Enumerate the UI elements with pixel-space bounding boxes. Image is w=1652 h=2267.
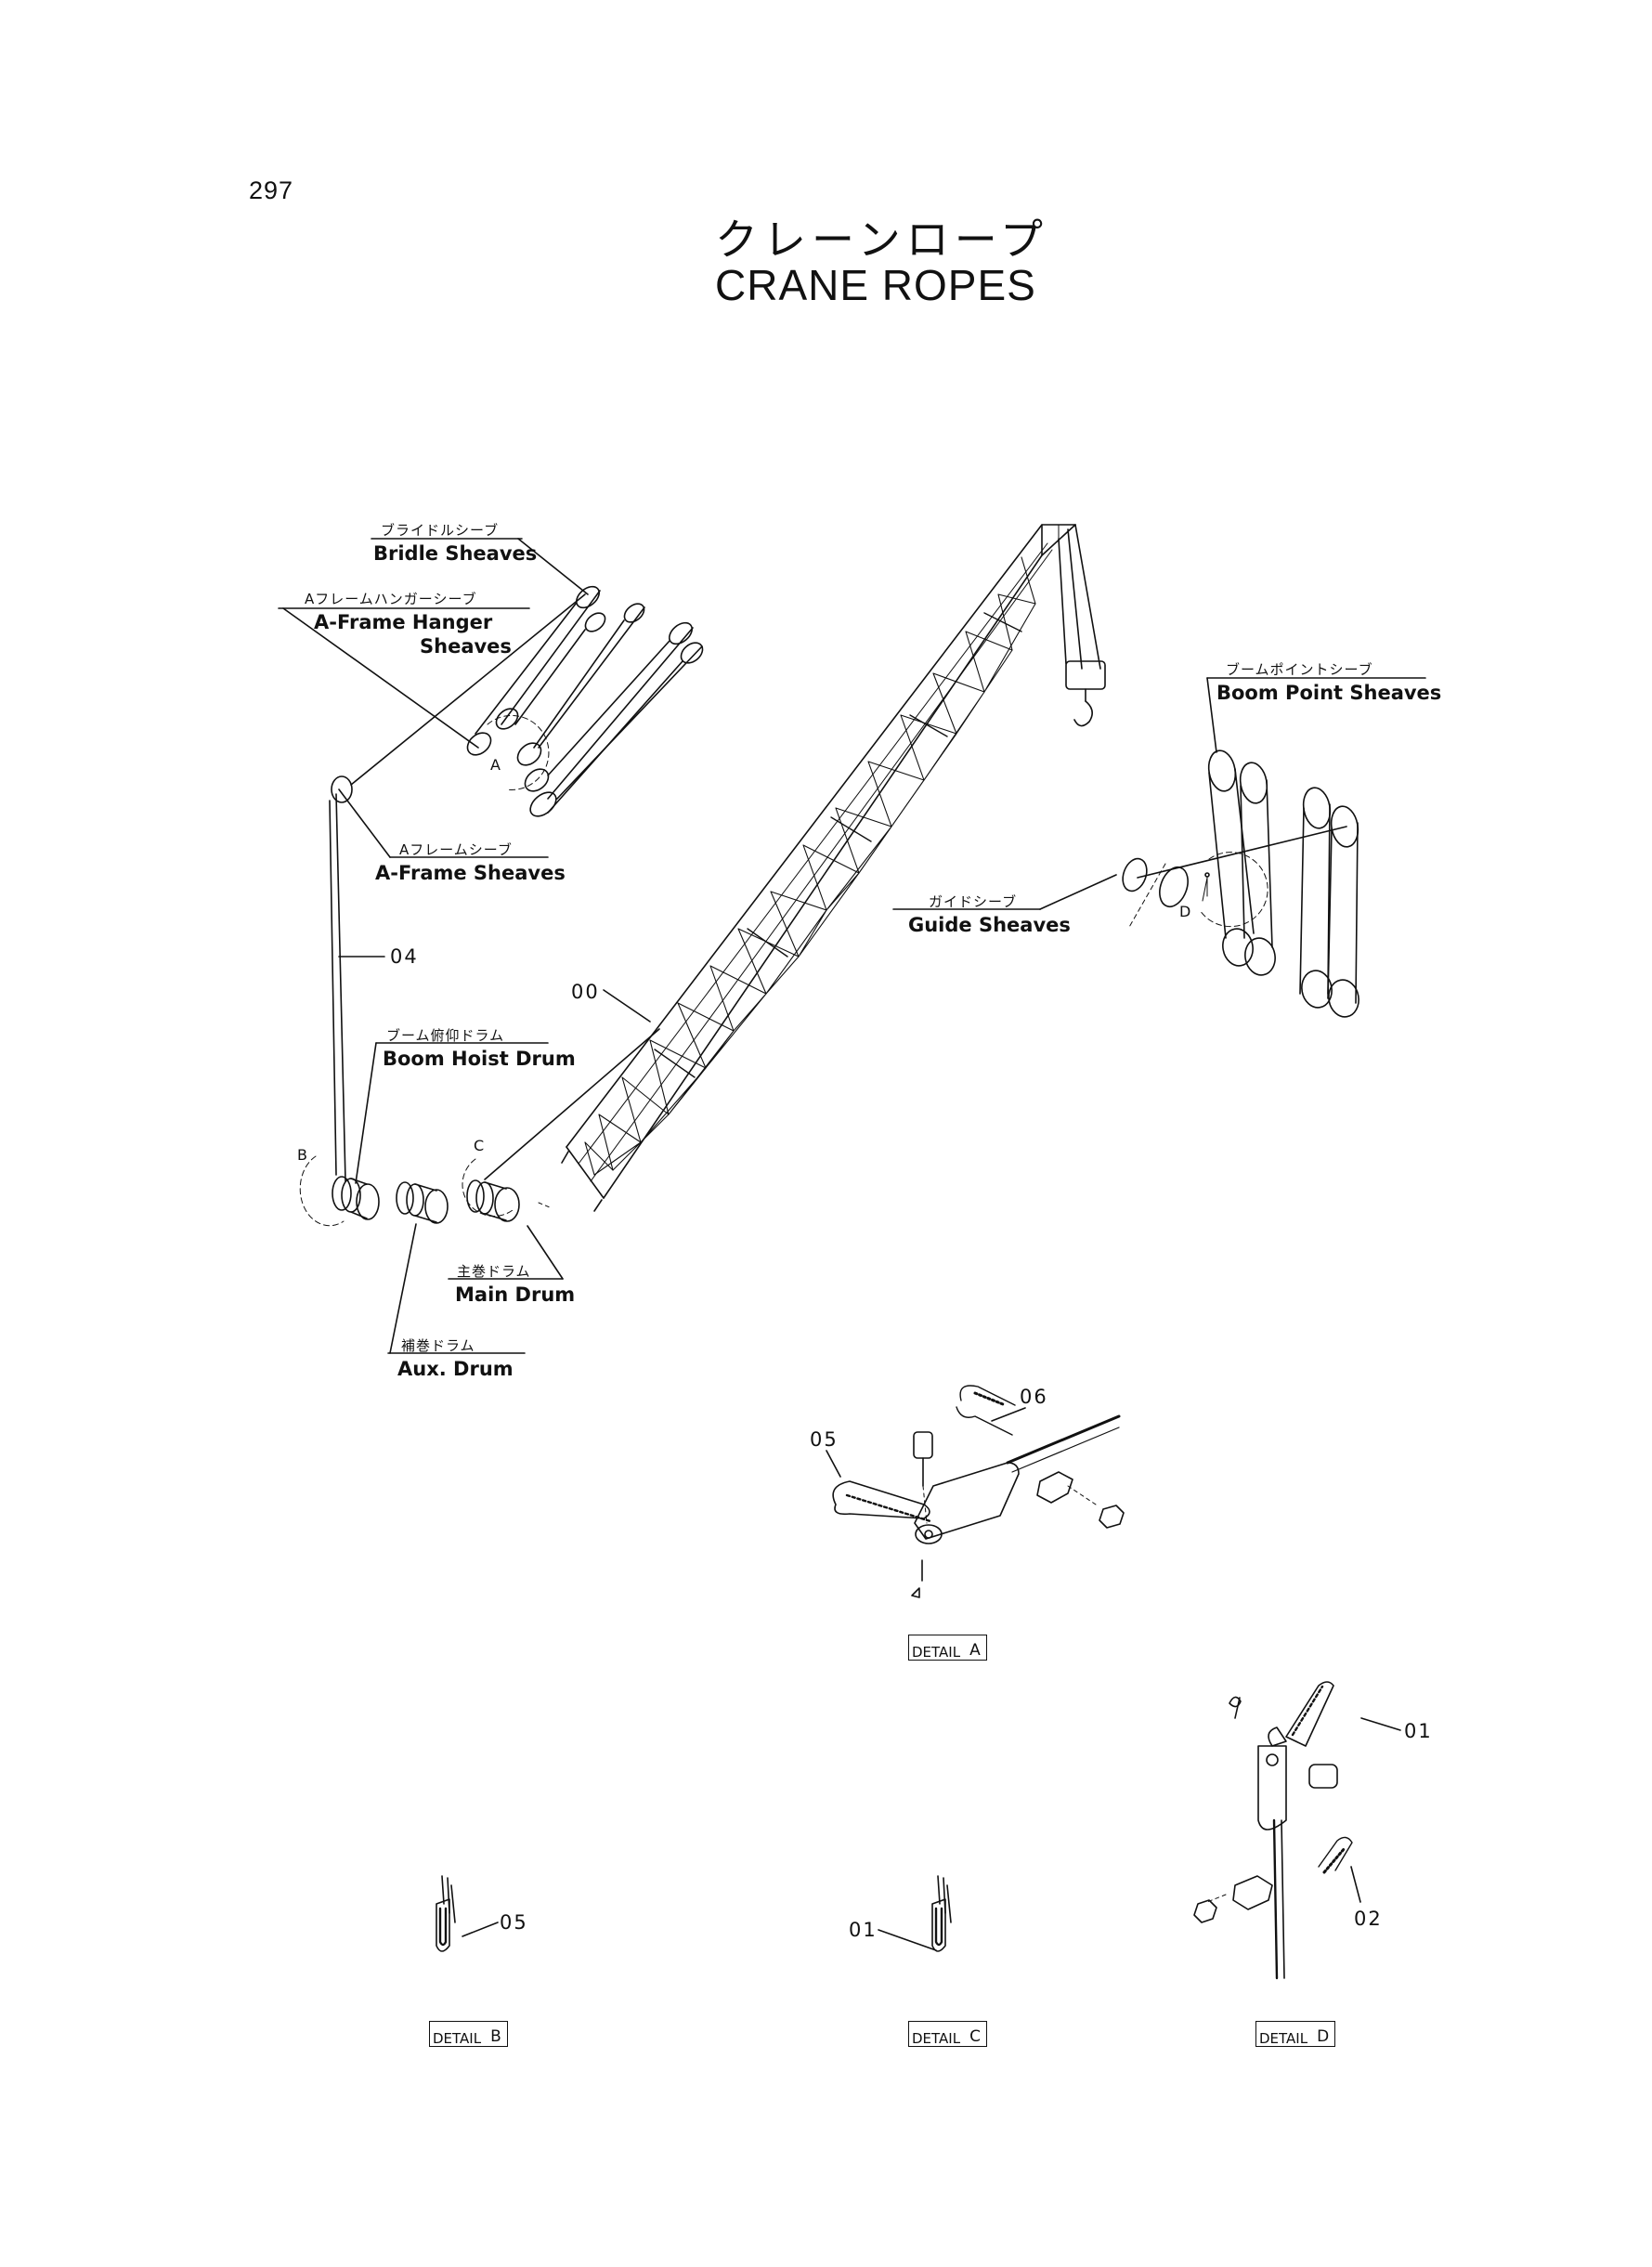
- detail-a-drawing: [833, 1386, 1124, 1597]
- boom-hoist-drum: [300, 1156, 379, 1226]
- label-aframe-sheaves-ja: Aフレームシーブ: [399, 841, 513, 858]
- detail-box-b: DETAIL B: [429, 2021, 508, 2047]
- label-main-drum: Main Drum: [455, 1283, 576, 1306]
- callout-05-detail-b: 05: [500, 1911, 528, 1934]
- callout-02: 02: [1354, 1908, 1383, 1930]
- detail-box-a: DETAIL A: [908, 1635, 987, 1661]
- page-title-japanese: クレーンロープ: [715, 215, 1048, 265]
- callout-01-detail-d: 01: [1404, 1720, 1433, 1742]
- detail-box-d: DETAIL D: [1255, 2021, 1336, 2047]
- page-title: CRANE ROPES: [715, 261, 1036, 309]
- callout-04: 04: [390, 945, 419, 968]
- drums: [300, 1156, 550, 1226]
- main-drum: [462, 1159, 550, 1221]
- label-boom-point-sheaves: Boom Point Sheaves: [1216, 682, 1442, 704]
- guide-sheaves: [1119, 855, 1193, 929]
- detail-box-b-word: DETAIL: [433, 2030, 482, 2047]
- detail-box-d-letter: D: [1317, 2027, 1330, 2046]
- detail-c-drawing: [932, 1876, 951, 1951]
- label-aframe-hanger-sheaves-ja: Aフレームハンガーシーブ: [305, 591, 477, 607]
- label-aframe-sheaves: A-Frame Sheaves: [375, 862, 566, 884]
- label-bridle-sheaves-ja: ブライドルシーブ: [381, 522, 500, 539]
- hoist-ropes: [330, 594, 1346, 1181]
- leader-lines: [279, 539, 1425, 1950]
- hook-block: [1059, 525, 1105, 726]
- callout-01-detail-c: 01: [849, 1919, 878, 1941]
- boom-lattice: [562, 525, 1075, 1211]
- bridle-sheaves: [463, 582, 707, 821]
- callout-00: 00: [571, 981, 600, 1003]
- detail-letter-c: C: [474, 1137, 485, 1154]
- label-bridle-sheaves: Bridle Sheaves: [373, 542, 538, 565]
- label-boom-hoist-drum-ja: ブーム俯仰ドラム: [386, 1027, 505, 1044]
- label-boom-hoist-drum: Boom Hoist Drum: [383, 1048, 576, 1070]
- detail-box-c: DETAIL C: [908, 2021, 987, 2047]
- detail-box-d-word: DETAIL: [1259, 2030, 1308, 2047]
- detail-d-drawing: [1194, 1682, 1352, 1978]
- label-aframe-hanger-sheaves-line2: Sheaves: [420, 635, 512, 658]
- label-aux-drum: Aux. Drum: [397, 1358, 514, 1380]
- detail-letter-d: D: [1179, 903, 1191, 920]
- callout-06: 06: [1020, 1386, 1048, 1408]
- detail-letter-b: B: [297, 1146, 307, 1164]
- boom-point-sheaves: [1200, 749, 1361, 1020]
- label-guide-sheaves-ja: ガイドシーブ: [929, 893, 1018, 910]
- detail-box-c-word: DETAIL: [912, 2030, 961, 2047]
- label-aux-drum-ja: 補巻ドラム: [401, 1337, 475, 1354]
- page-number: 297: [249, 176, 294, 204]
- detail-box-c-letter: C: [969, 2027, 981, 2046]
- detail-letter-a: A: [490, 756, 501, 774]
- aux-drum: [397, 1182, 448, 1223]
- detail-box-a-letter: A: [969, 1641, 981, 1660]
- label-main-drum-ja: 主巻ドラム: [457, 1263, 531, 1280]
- detail-box-a-word: DETAIL: [912, 1644, 961, 1661]
- detail-box-b-letter: B: [490, 2027, 501, 2046]
- callout-05-detail-a: 05: [810, 1428, 839, 1451]
- label-boom-point-sheaves-ja: ブームポイントシーブ: [1226, 661, 1373, 678]
- aframe-sheave: [332, 776, 352, 802]
- detail-b-drawing: [436, 1876, 455, 1951]
- label-guide-sheaves: Guide Sheaves: [908, 914, 1071, 936]
- label-aframe-hanger-sheaves: A-Frame Hanger: [314, 611, 493, 633]
